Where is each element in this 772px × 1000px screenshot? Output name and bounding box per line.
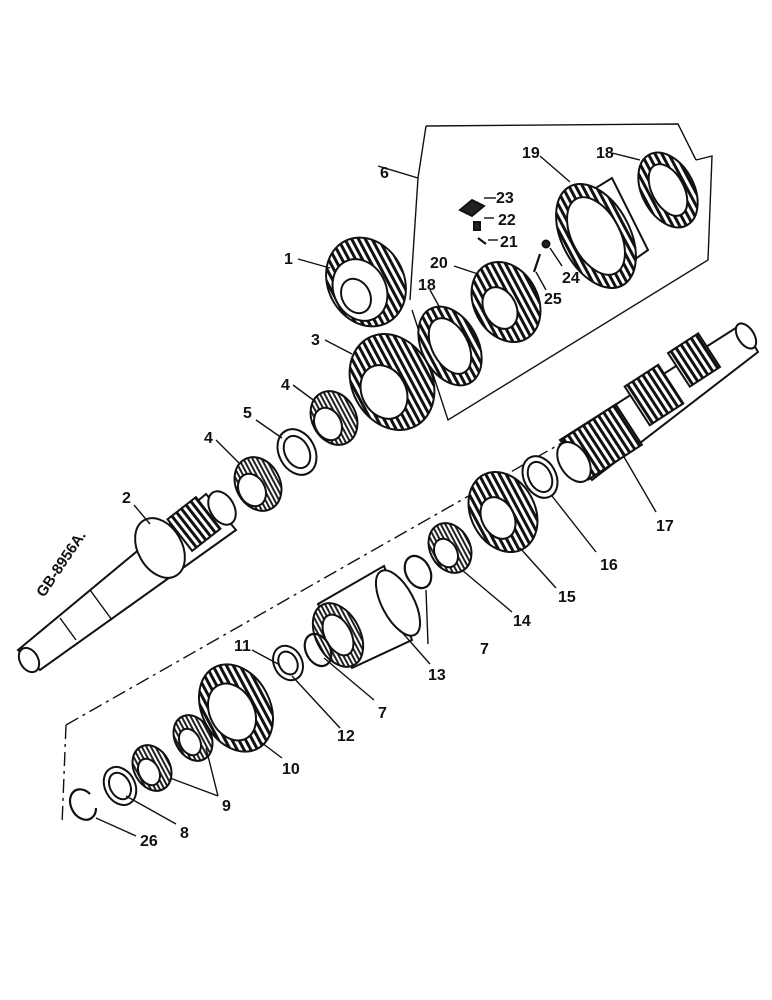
callout-4-lower: 4 <box>204 430 213 447</box>
callout-7-lower: 7 <box>378 705 387 722</box>
leader-lines <box>95 152 657 837</box>
callout-17: 17 <box>656 518 674 535</box>
needle-bearing-part-4-upper <box>309 390 359 446</box>
countershaft-part-17 <box>556 322 760 483</box>
gear-part-1 <box>325 236 407 328</box>
callout-25: 25 <box>544 291 562 308</box>
synchronizer-assembly-bracket <box>377 123 713 422</box>
spring-part-22 <box>473 221 481 231</box>
needle-bearing-part-9-a <box>172 714 214 762</box>
synchro-hub-part-20 <box>470 260 542 344</box>
drawing-code: GB-8956A. <box>33 528 90 600</box>
callout-20: 20 <box>430 255 448 272</box>
callout-3: 3 <box>311 332 320 349</box>
snap-ring-part-26 <box>68 788 98 821</box>
callout-19: 19 <box>522 145 540 162</box>
callout-4-upper: 4 <box>281 377 290 394</box>
callout-9: 9 <box>222 798 231 815</box>
callout-22: 22 <box>498 212 516 229</box>
synchro-sleeve-part-19 <box>555 176 650 289</box>
callout-12: 12 <box>337 728 355 745</box>
needle-bearing-part-14 <box>427 522 473 574</box>
callout-11: 11 <box>234 638 251 655</box>
ring-part-5 <box>276 428 318 476</box>
key-part-23 <box>458 198 486 218</box>
ring-part-8 <box>102 765 138 807</box>
ring-part-16 <box>521 455 559 499</box>
callout-7-upper: 7 <box>480 641 489 658</box>
callout-26: 26 <box>140 833 158 850</box>
callout-24: 24 <box>562 270 580 287</box>
needle-bearing-part-9-b <box>131 744 173 792</box>
callout-21: 21 <box>500 234 518 251</box>
callout-16: 16 <box>600 557 618 574</box>
callout-10: 10 <box>282 761 300 778</box>
snap-ring-part-7-upper <box>403 554 433 590</box>
synchro-ring-part-18-right <box>637 151 699 229</box>
spring-part-25 <box>532 253 542 273</box>
snap-ring-part-7-lower <box>303 632 333 668</box>
sleeve-part-13 <box>311 564 422 670</box>
callout-1: 1 <box>284 251 293 268</box>
callout-2: 2 <box>122 490 131 507</box>
needle-bearing-part-4-lower <box>233 456 283 512</box>
gear-part-10 <box>198 663 274 753</box>
ring-part-12 <box>272 644 304 682</box>
ball-part-24 <box>541 239 551 249</box>
callout-14: 14 <box>513 613 531 630</box>
callout-18-left: 18 <box>418 277 436 294</box>
mainshaft-part-2 <box>16 490 238 674</box>
callout-5: 5 <box>243 405 252 422</box>
callout-13: 13 <box>428 667 446 684</box>
callout-23: 23 <box>496 190 514 207</box>
callout-8: 8 <box>180 825 189 842</box>
gear-part-15 <box>467 470 539 554</box>
callout-15: 15 <box>558 589 576 606</box>
callout-6: 6 <box>380 165 389 182</box>
callout-labels: 1 2 3 4 4 5 6 7 7 8 9 10 11 12 13 14 15 … <box>122 145 674 850</box>
pin-part-21 <box>477 237 487 245</box>
callout-18-right: 18 <box>596 145 614 162</box>
synchro-ring-part-18-left <box>417 305 483 387</box>
